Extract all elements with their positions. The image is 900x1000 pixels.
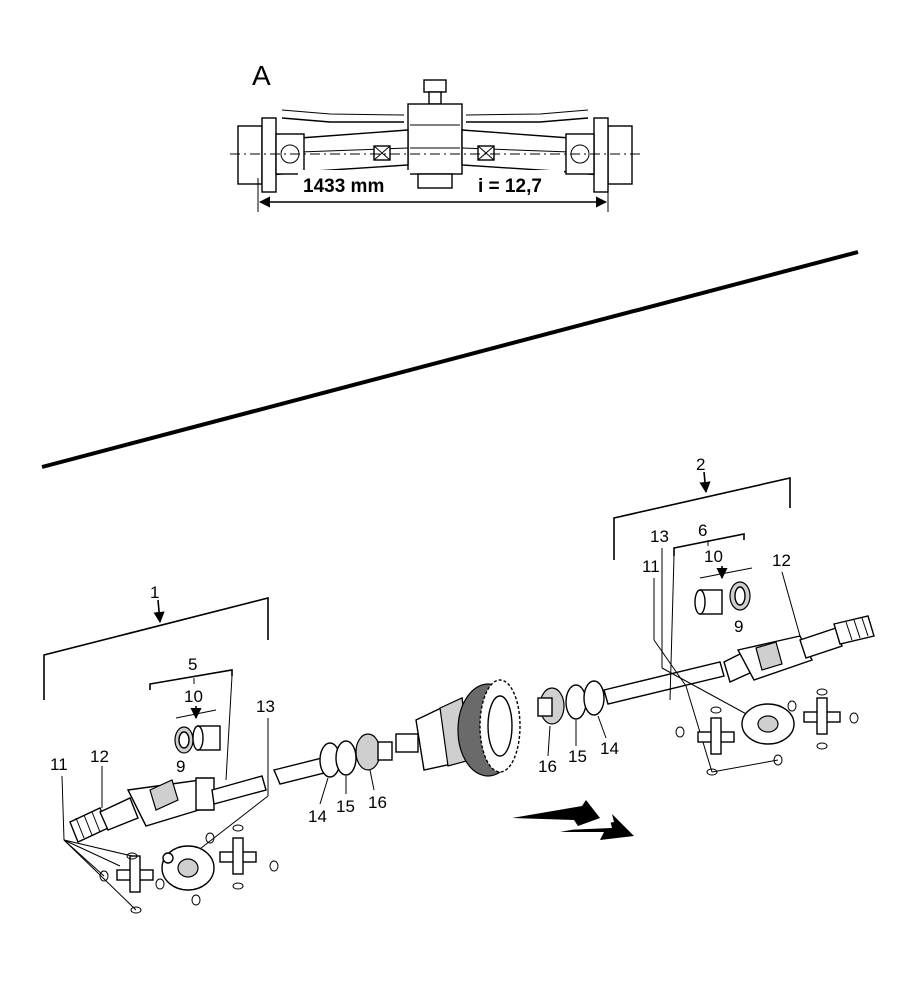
callout-12-right: 12 bbox=[772, 551, 791, 570]
callout-16-right: 16 bbox=[538, 757, 557, 776]
left-drive-shaft bbox=[69, 775, 267, 843]
callout-16-left: 16 bbox=[368, 793, 387, 812]
callout-11-left: 11 bbox=[50, 755, 68, 774]
washer-15-left bbox=[335, 740, 357, 776]
left-shaft-group: 1 5 10 9 12 bbox=[43, 583, 279, 914]
callout-15-left: 15 bbox=[336, 797, 355, 816]
callout-11-right: 11 bbox=[642, 557, 660, 576]
callout-13-left: 13 bbox=[256, 697, 275, 716]
washer-15-right bbox=[565, 684, 587, 720]
cross-spider-right-b bbox=[803, 697, 841, 735]
separator-line bbox=[41, 250, 859, 469]
washer-14-right bbox=[583, 680, 605, 716]
overview-axle-view: A bbox=[230, 60, 640, 212]
track-width-label: 1433 mm bbox=[303, 176, 384, 197]
callout-1: 1 bbox=[150, 583, 159, 602]
callout-10-left: 10 bbox=[184, 687, 203, 706]
center-differential: 14 15 16 16 15 14 bbox=[273, 661, 725, 826]
differential-carrier bbox=[395, 679, 521, 777]
callout-10-right: 10 bbox=[704, 547, 723, 566]
callout-15-right: 15 bbox=[568, 747, 587, 766]
bushing-left bbox=[192, 725, 221, 751]
bushing-right bbox=[694, 589, 723, 615]
needle-bearing-right bbox=[729, 581, 751, 611]
cross-spider-right-a bbox=[697, 717, 735, 755]
flange-yoke-left bbox=[161, 845, 215, 891]
snap-rings-right bbox=[675, 688, 859, 776]
axle-housing-drawing bbox=[230, 79, 640, 193]
callout-14-left: 14 bbox=[308, 807, 327, 826]
right-axle-shaft bbox=[603, 661, 725, 705]
callout-13-right: 13 bbox=[650, 527, 669, 546]
callout-9-left: 9 bbox=[176, 757, 185, 776]
right-drive-shaft bbox=[723, 615, 875, 683]
needle-bearing-left bbox=[174, 726, 194, 754]
snap-rings-left bbox=[99, 824, 279, 914]
ratio-label: i = 12,7 bbox=[478, 176, 542, 197]
cross-spider-left-b bbox=[219, 837, 257, 875]
bearing-16-left bbox=[355, 733, 381, 771]
callout-5: 5 bbox=[188, 655, 197, 674]
flange-yoke-right bbox=[741, 703, 795, 745]
right-shaft-group: 2 6 10 9 13 11 12 bbox=[613, 455, 875, 776]
callout-6: 6 bbox=[698, 521, 707, 540]
direction-arrow bbox=[512, 800, 634, 840]
view-label: A bbox=[252, 60, 271, 91]
callout-9-right: 9 bbox=[734, 617, 743, 636]
cross-spider-left-a bbox=[116, 855, 154, 893]
callout-14-right: 14 bbox=[600, 739, 619, 758]
callout-2: 2 bbox=[696, 455, 705, 474]
callout-12-left: 12 bbox=[90, 747, 109, 766]
